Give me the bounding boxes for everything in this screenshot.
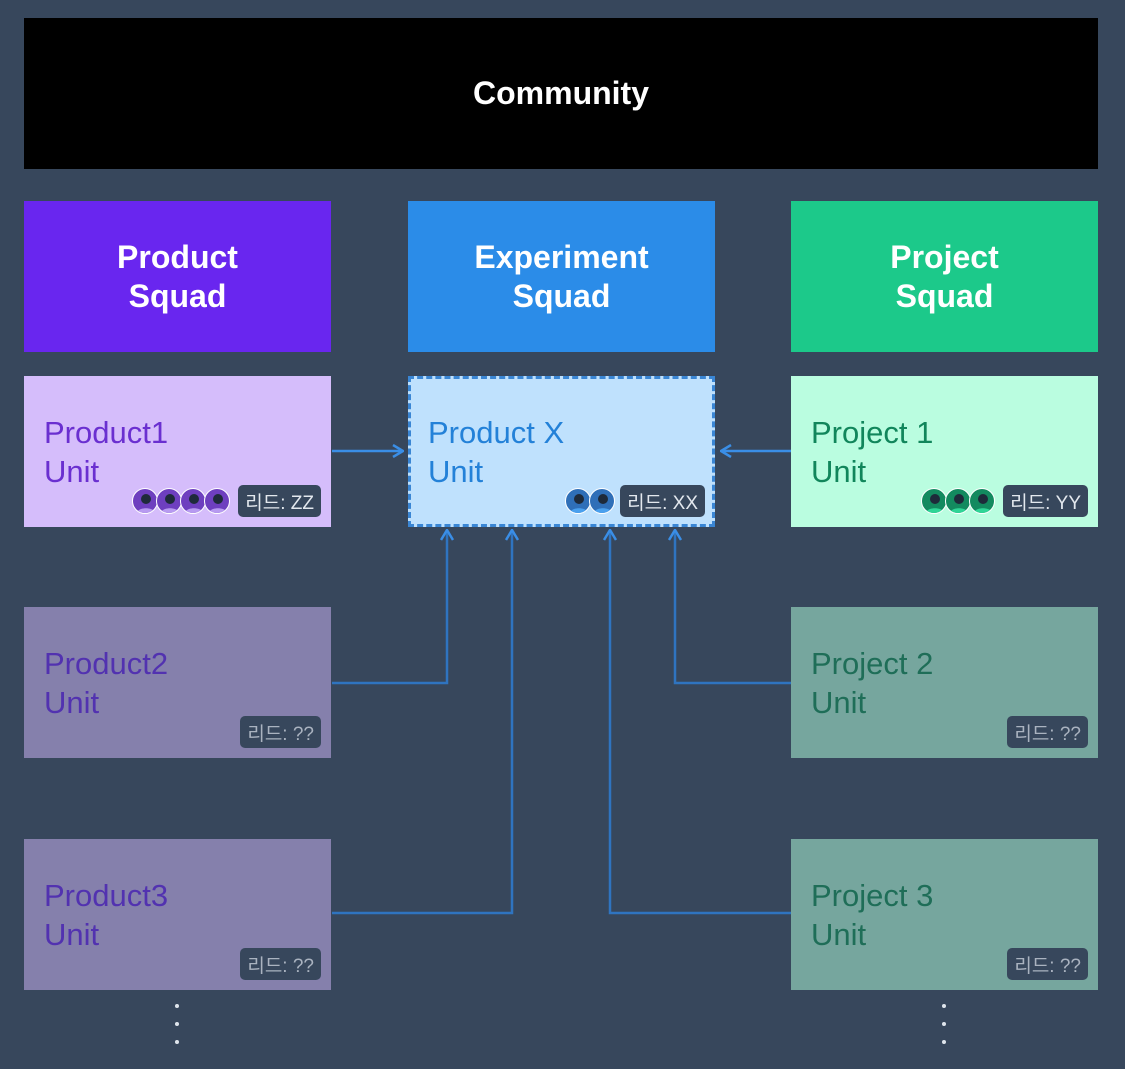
- unit-title-line1: Product2: [44, 646, 169, 681]
- unit-title: Project 2 Unit: [811, 644, 933, 722]
- product1-unit: Product1 Unit 리드: ZZ: [24, 376, 331, 527]
- unit-title-line1: Project 2: [811, 646, 934, 681]
- lead-badge: 리드: YY: [1003, 485, 1088, 517]
- member-avatars: [921, 488, 995, 514]
- unit-title-line2: Unit: [428, 454, 484, 489]
- unit-title-line2: Unit: [44, 917, 100, 952]
- project-squad-line2: Squad: [895, 277, 994, 314]
- avatar: [204, 488, 230, 514]
- unit-title: Product X Unit: [428, 413, 564, 491]
- lead-badge: 리드: ??: [240, 716, 321, 748]
- project-squad: Project Squad: [791, 201, 1098, 352]
- productx-unit: Product X Unit 리드: XX: [408, 376, 715, 527]
- unit-title-line2: Unit: [811, 917, 867, 952]
- project3-unit: Project 3 Unit 리드: ??: [791, 839, 1098, 990]
- avatar: [921, 488, 947, 514]
- unit-title-line1: Product X: [428, 415, 565, 450]
- connector-product3-to-productx: [332, 530, 512, 915]
- unit-title: Project 3 Unit: [811, 876, 933, 954]
- community-title: Community: [473, 75, 649, 111]
- connector-product2-to-productx: [332, 530, 447, 685]
- lead-badge: 리드: ZZ: [238, 485, 321, 517]
- unit-title-line2: Unit: [811, 454, 867, 489]
- community-header: Community: [24, 18, 1098, 169]
- unit-title: Product1 Unit: [44, 413, 168, 491]
- lead-badge: 리드: ??: [240, 948, 321, 980]
- avatar: [132, 488, 158, 514]
- unit-title-line1: Product1: [44, 415, 169, 450]
- experiment-squad-line1: Experiment: [474, 238, 649, 275]
- lead-badge: 리드: ??: [1007, 948, 1088, 980]
- more-project-units-ellipsis: [941, 1004, 947, 1044]
- project1-unit: Project 1 Unit 리드: YY: [791, 376, 1098, 527]
- unit-title-line1: Product3: [44, 878, 169, 913]
- avatar: [945, 488, 971, 514]
- unit-title: Product3 Unit: [44, 876, 168, 954]
- avatar: [969, 488, 995, 514]
- lead-badge: 리드: ??: [1007, 716, 1088, 748]
- product-squad-line1: Product: [117, 238, 238, 275]
- avatar: [589, 488, 615, 514]
- unit-title-line2: Unit: [44, 454, 100, 489]
- avatar: [156, 488, 182, 514]
- product2-unit: Product2 Unit 리드: ??: [24, 607, 331, 758]
- product-squad: Product Squad: [24, 201, 331, 352]
- experiment-squad: Experiment Squad: [408, 201, 715, 352]
- product3-unit: Product3 Unit 리드: ??: [24, 839, 331, 990]
- lead-badge: 리드: XX: [620, 485, 705, 517]
- member-avatars: [132, 488, 230, 514]
- connector-project2-to-productx: [675, 530, 791, 685]
- unit-title-line2: Unit: [811, 685, 867, 720]
- project-squad-line1: Project: [890, 238, 999, 275]
- unit-title-line1: Project 3: [811, 878, 934, 913]
- avatar: [565, 488, 591, 514]
- member-avatars: [565, 488, 615, 514]
- unit-title: Product2 Unit: [44, 644, 168, 722]
- more-product-units-ellipsis: [174, 1004, 180, 1044]
- experiment-squad-line2: Squad: [512, 277, 611, 314]
- project2-unit: Project 2 Unit 리드: ??: [791, 607, 1098, 758]
- product-squad-line2: Squad: [128, 277, 227, 314]
- connector-project3-to-productx: [610, 530, 791, 915]
- unit-title-line2: Unit: [44, 685, 100, 720]
- avatar: [180, 488, 206, 514]
- unit-title-line1: Project 1: [811, 415, 934, 450]
- unit-title: Project 1 Unit: [811, 413, 933, 491]
